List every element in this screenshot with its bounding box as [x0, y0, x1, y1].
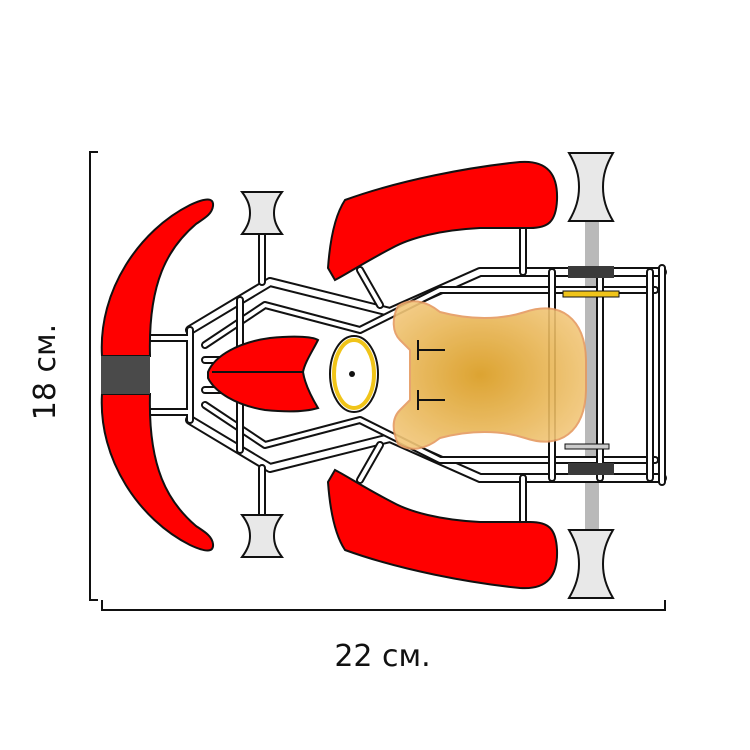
axle-bearing-top — [568, 266, 614, 278]
bumper-center-pad — [101, 356, 150, 394]
front-bumper — [100, 198, 215, 552]
seat — [392, 300, 587, 450]
side-pod-upper — [326, 160, 559, 282]
rear-adjust-bar-top — [562, 290, 620, 298]
nose-panel — [207, 335, 320, 413]
front-right-wheel-mount — [240, 514, 284, 558]
front-bumper-lower — [100, 393, 215, 552]
front-bumper-upper — [100, 198, 215, 357]
width-dimension-label: 22 см. — [334, 639, 431, 674]
seat-bracket — [417, 340, 445, 410]
rear-adjust-bar-bottom — [564, 443, 610, 450]
wheel-mounts — [240, 152, 615, 599]
height-dimension-label: 18 см. — [28, 323, 63, 421]
width-dimension-line — [101, 600, 666, 611]
steering-hub — [349, 371, 355, 377]
front-left-wheel-mount — [240, 191, 284, 235]
rear-left-wheel-mount — [567, 152, 615, 222]
frame-inner-rail-fill — [203, 288, 657, 462]
axle-bearing-bottom — [568, 463, 614, 475]
steering-ring — [332, 338, 376, 410]
height-dimension-line — [89, 151, 98, 601]
side-pod-lower — [326, 468, 559, 590]
dimension-lines — [89, 151, 666, 611]
rear-right-wheel-mount — [567, 529, 615, 599]
